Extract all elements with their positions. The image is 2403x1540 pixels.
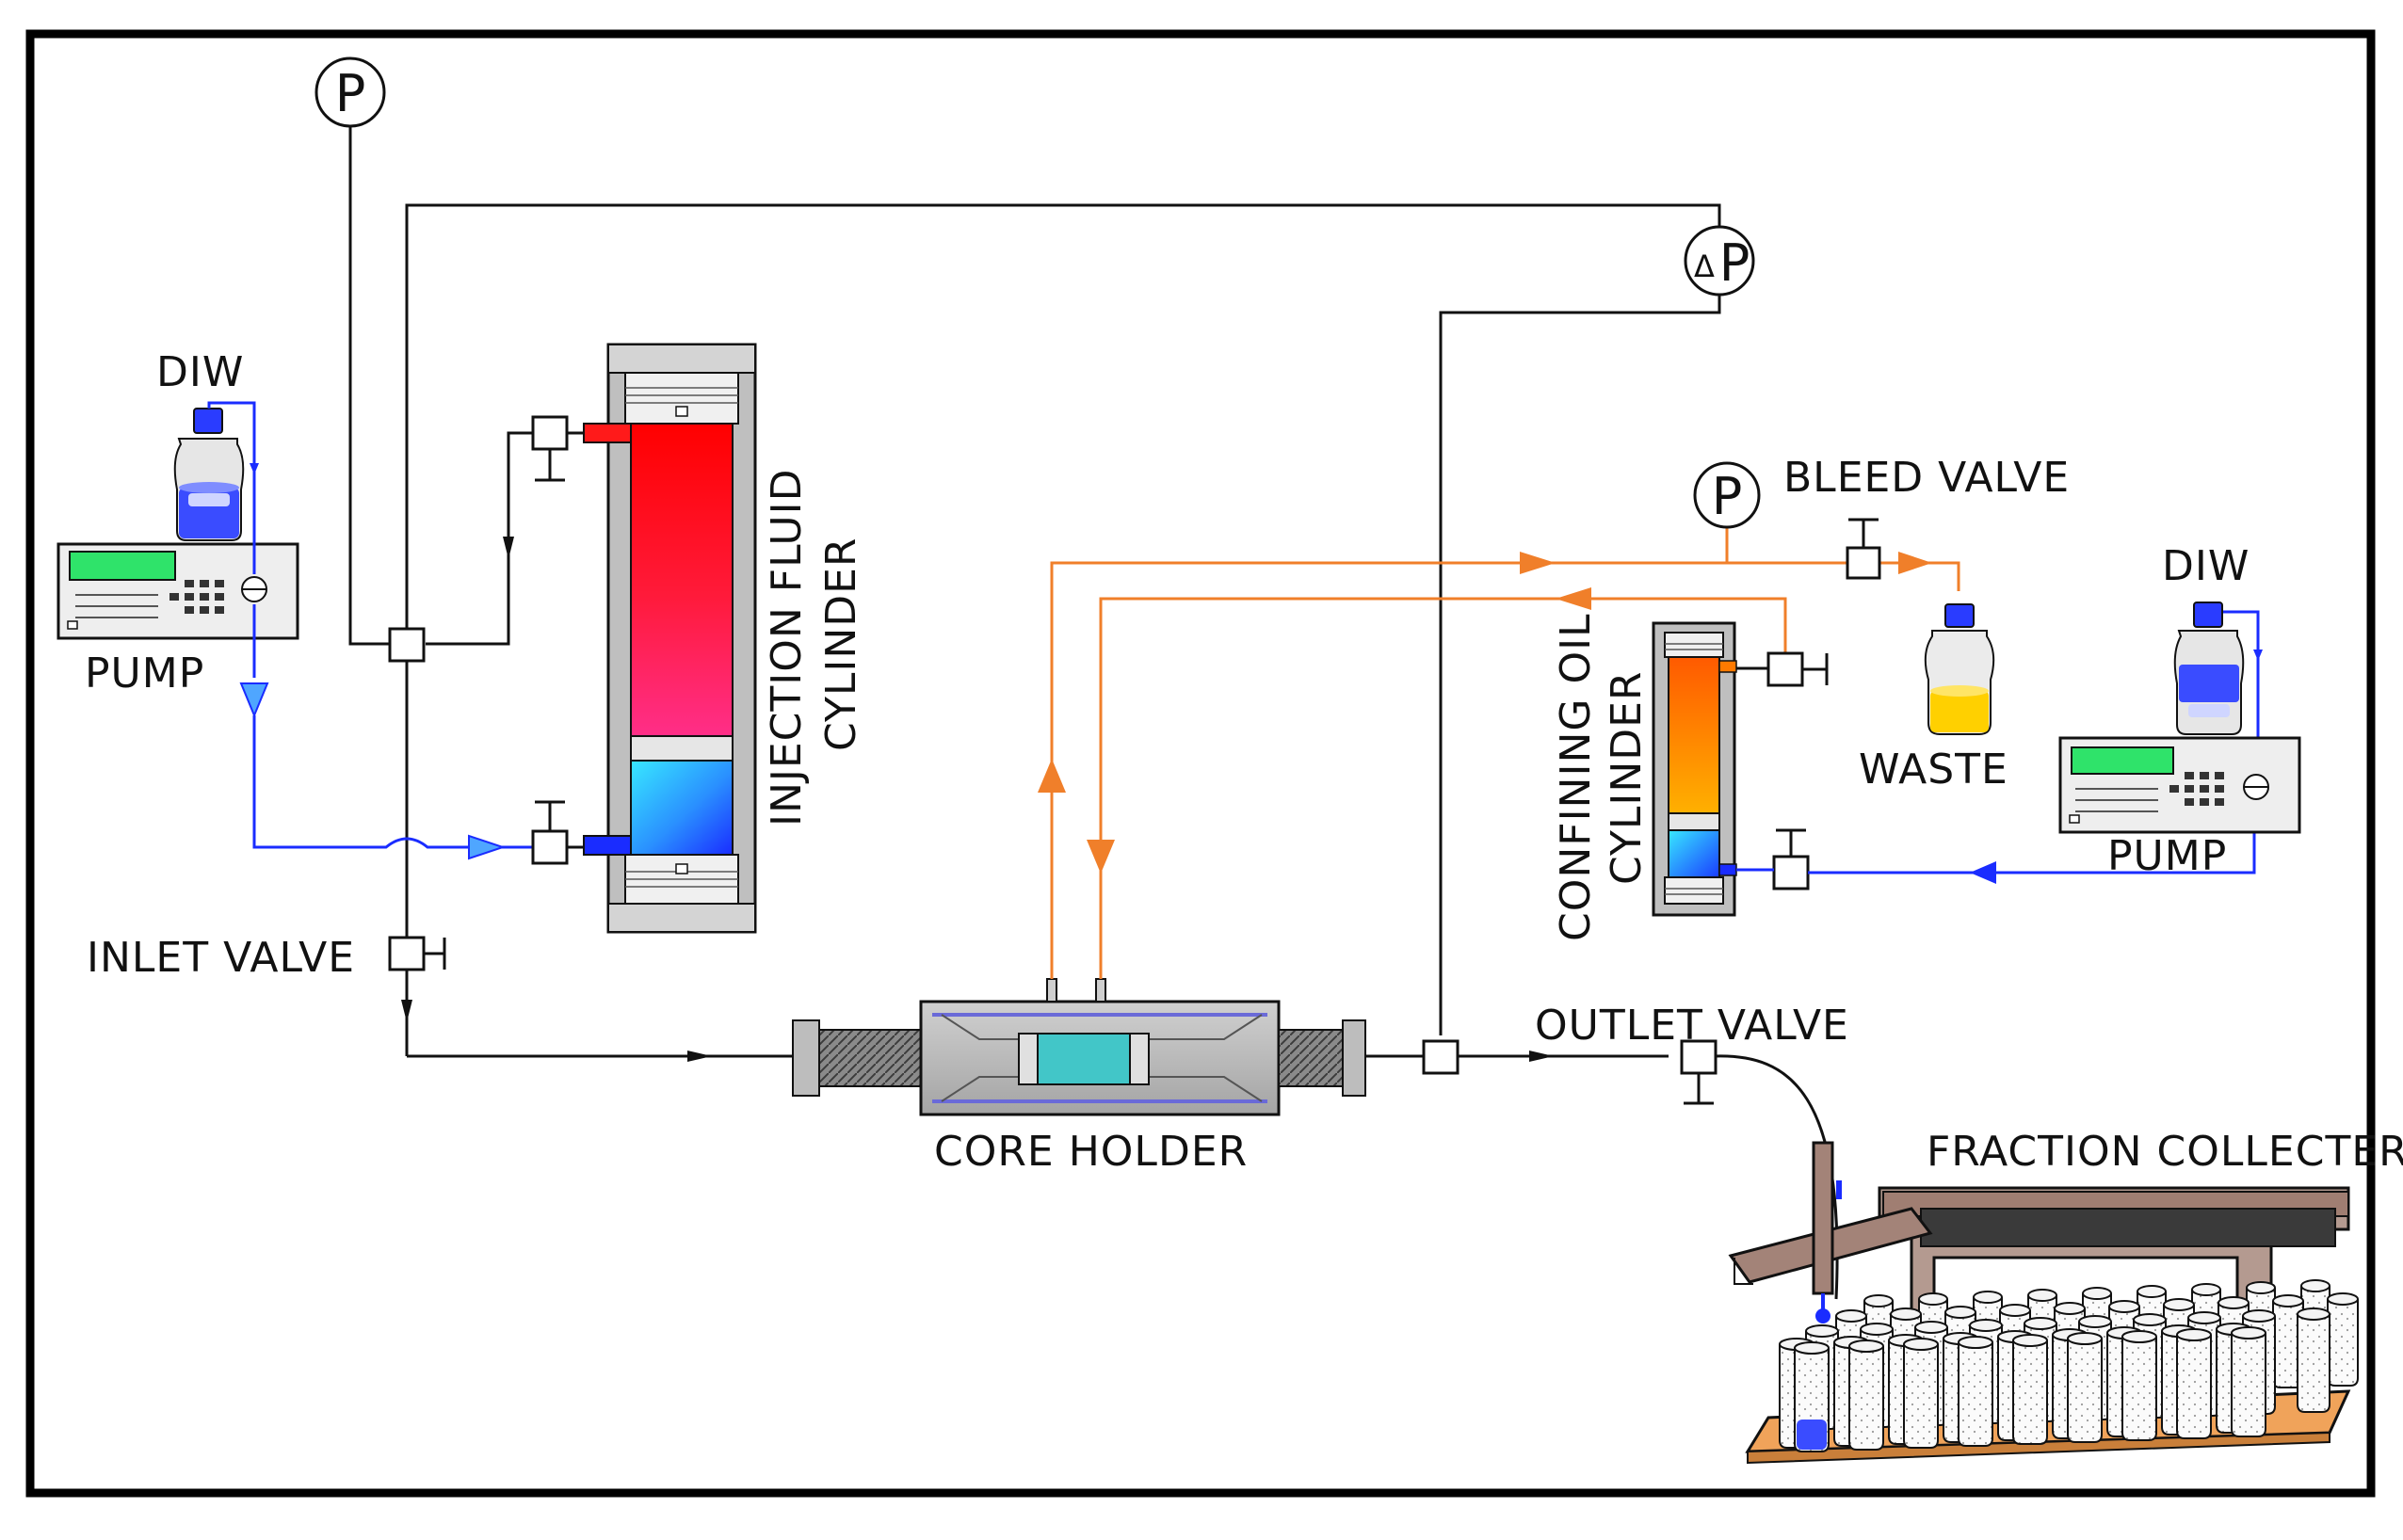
label-pump-right: PUMP [2107, 832, 2227, 880]
test-tube [2067, 1332, 2103, 1443]
label-diw-left: DIW [156, 348, 244, 396]
label-waste: WASTE [1859, 746, 2008, 794]
pressure-tee [388, 627, 426, 663]
svg-text:P: P [1712, 467, 1743, 526]
svg-text:P: P [335, 64, 366, 123]
core-holder [792, 978, 1366, 1116]
label-core-holder: CORE HOLDER [934, 1128, 1248, 1176]
test-tube [2176, 1328, 2212, 1439]
label-pump-left: PUMP [85, 650, 204, 698]
confining-oil-cylinder [1652, 621, 1737, 917]
svg-text:Δ: Δ [1694, 249, 1715, 284]
pump-left[interactable] [56, 542, 299, 640]
inlet-valve[interactable] [388, 936, 446, 971]
pressure-gauge-bleed: P [1693, 461, 1761, 529]
test-tube [2297, 1307, 2330, 1413]
label-confining-oil-cylinder-1: CONFINING OIL [1552, 613, 1600, 941]
outlet-valve[interactable] [1680, 1039, 1718, 1105]
label-confining-oil-cylinder-2: CYLINDER [1603, 671, 1651, 885]
water-piping-left [207, 401, 533, 849]
label-bleed-valve: BLEED VALVE [1783, 454, 2070, 502]
diw-bottle-left [173, 408, 245, 541]
label-injection-fluid-cylinder-1: INJECTION FLUID [763, 469, 811, 826]
pressure-gauge-top: P [314, 56, 386, 128]
black-flow-arrows [401, 537, 1554, 1062]
confining-oil-arrows [1038, 552, 1932, 874]
water-flow-arrow-right [1970, 861, 1996, 884]
injection-cylinder-bottom-valve[interactable] [531, 800, 584, 865]
fraction-tubes [1779, 1279, 2359, 1452]
outlet-tee [1422, 1039, 1460, 1075]
label-inlet-valve: INLET VALVE [87, 934, 355, 982]
test-tube [2327, 1292, 2359, 1387]
injection-cylinder-top-valve[interactable] [531, 415, 584, 482]
bleed-valve[interactable] [1846, 518, 1881, 580]
diw-bottle-right [2173, 602, 2245, 735]
label-injection-fluid-cylinder-2: CYLINDER [817, 537, 865, 751]
test-tube [1958, 1336, 1993, 1447]
test-tube [2121, 1330, 2157, 1441]
pump-right[interactable] [2058, 736, 2301, 834]
label-outlet-valve: OUTLET VALVE [1535, 1002, 1849, 1050]
figure-border [25, 29, 2376, 1498]
confining-cylinder-bottom-valve[interactable] [1772, 828, 1810, 890]
test-tube [1794, 1341, 1830, 1452]
test-tube [2231, 1326, 2266, 1437]
svg-text:P: P [1719, 233, 1750, 293]
confining-cylinder-top-valve[interactable] [1736, 651, 1829, 687]
water-flow-arrows-left [239, 682, 507, 860]
label-fraction-collector: FRACTION COLLECTER [1927, 1128, 2403, 1176]
test-tube [2012, 1334, 2048, 1445]
waste-bottle [1924, 603, 1995, 735]
text-labels: DIW PUMP INLET VALVE CORE HOLDER OUTLET … [85, 348, 2403, 1176]
test-tube [1848, 1339, 1884, 1451]
test-tube [1903, 1338, 1939, 1449]
injection-fluid-cylinder [583, 343, 757, 934]
differential-pressure-gauge: Δ P [1684, 225, 1755, 297]
label-diw-right: DIW [2162, 542, 2250, 590]
confining-oil-piping [1050, 527, 1960, 979]
